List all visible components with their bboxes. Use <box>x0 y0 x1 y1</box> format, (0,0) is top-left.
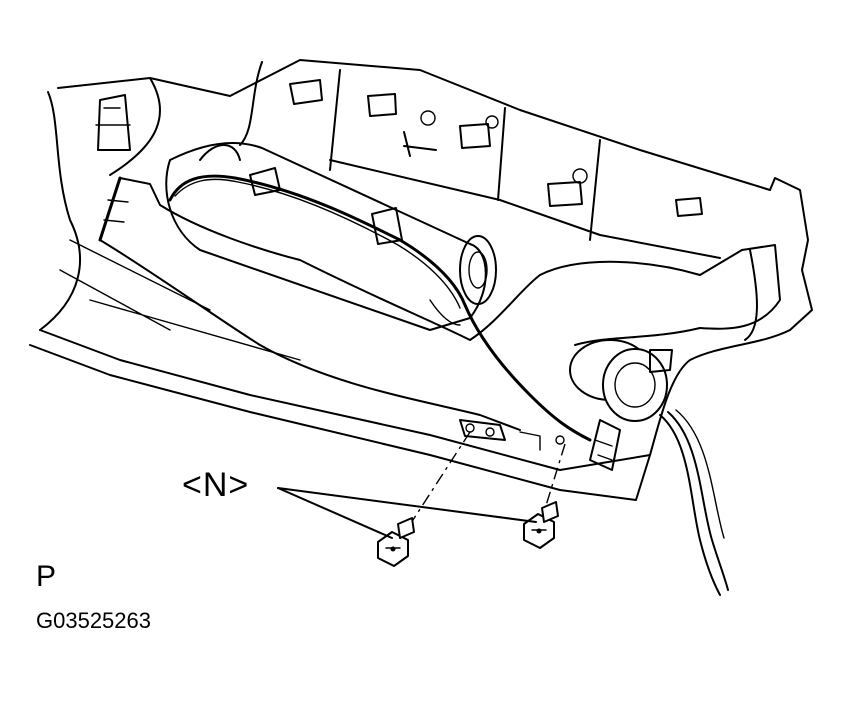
bracket-group <box>95 79 703 217</box>
body-panel <box>29 59 813 501</box>
lamp-housing <box>569 339 673 471</box>
wire-harness <box>168 167 592 442</box>
figure-code-label: G03525263 <box>36 608 151 633</box>
mounting-holes <box>459 419 565 451</box>
bolt-right <box>523 501 559 549</box>
view-letter-label: P <box>36 560 57 593</box>
air-duct <box>98 176 781 431</box>
bolt-left <box>377 517 415 567</box>
connector-cable <box>659 409 729 596</box>
motor-cylinder <box>165 142 497 331</box>
fastener-callout-label: <N> <box>182 466 250 504</box>
leader-lines <box>277 487 537 539</box>
